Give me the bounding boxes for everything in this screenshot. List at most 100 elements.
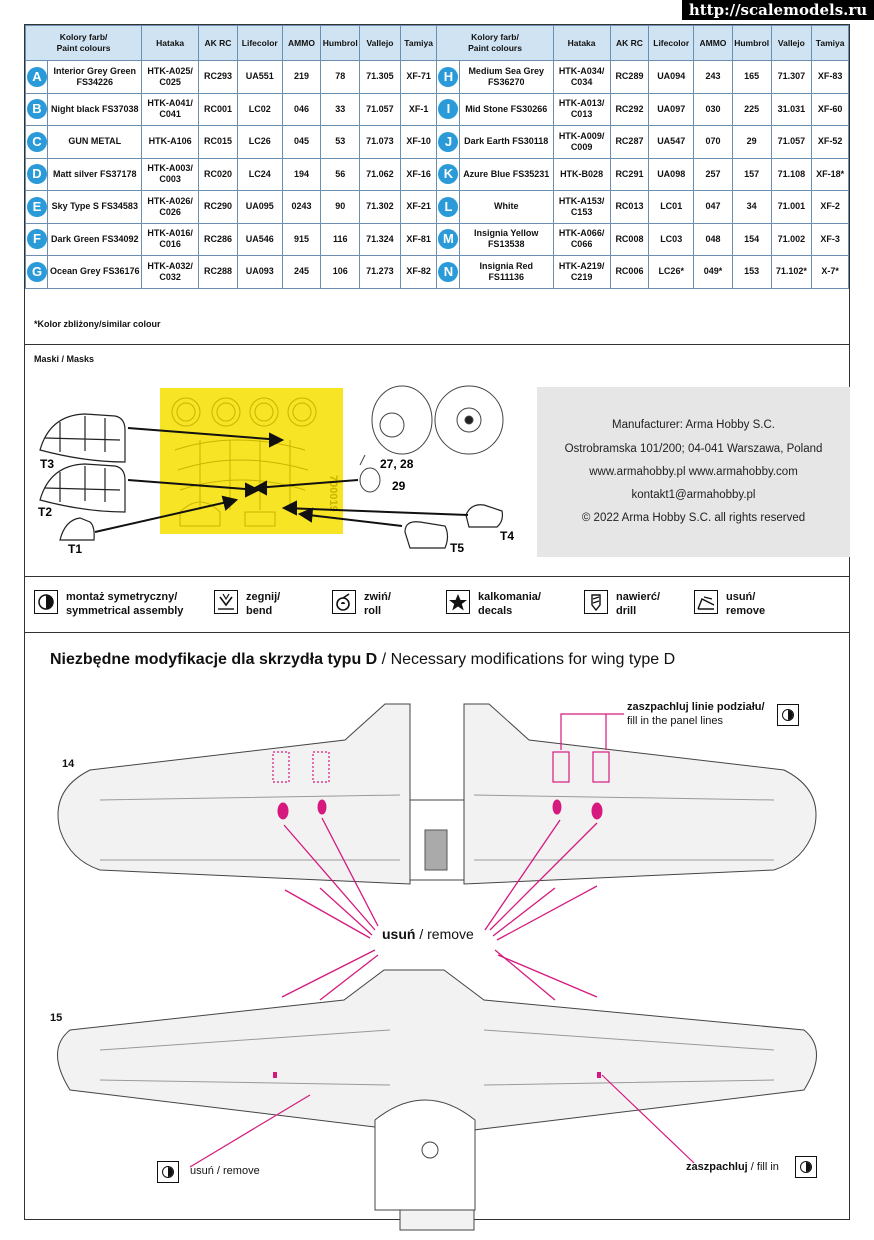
paint-cell-lifecolor: UA546 bbox=[236, 222, 283, 256]
paint-cell-lifecolor: UA094 bbox=[648, 60, 695, 94]
bottom-fill-pl: zaszpachluj bbox=[686, 1161, 748, 1173]
paint-letter-badge: E bbox=[27, 196, 47, 217]
paint-cell-vallejo: 71.324 bbox=[359, 222, 401, 256]
paint-cell-vallejo: 71.073 bbox=[359, 125, 401, 159]
paint-letter-cell: C bbox=[24, 125, 49, 159]
paint-letter-cell: E bbox=[24, 190, 49, 224]
paint-letter-badge: L bbox=[438, 196, 459, 217]
paint-cell-lifecolor: LC26 bbox=[236, 125, 283, 159]
paint-cell-hataka: HTK-A106 bbox=[141, 125, 200, 159]
section-divider bbox=[24, 344, 850, 345]
paint-cell-tamiya: XF-18* bbox=[811, 157, 849, 191]
header-paint-colours-right: Kolory farb/ Paint colours bbox=[436, 25, 554, 61]
paint-cell-vallejo: 71.057 bbox=[770, 125, 813, 159]
wing-section-title-en: Necessary modifications for wing type D bbox=[390, 651, 676, 668]
similar-colour-note: *Kolor zbliżony/similar colour bbox=[34, 319, 161, 329]
header-humbrol: Humbrol bbox=[320, 25, 361, 61]
wing-section-title: Niezbędne modyfikacje dla skrzydła typu … bbox=[50, 651, 675, 669]
paint-cell-vallejo: 71.062 bbox=[359, 157, 401, 191]
legend-decals-en: decals bbox=[478, 605, 513, 617]
legend-bend-pl: zegnij/ bbox=[246, 591, 281, 603]
paint-cell-ammo: 048 bbox=[693, 222, 733, 256]
legend-bend: zegnij/bend bbox=[214, 588, 314, 628]
mask-sheet-code: 700019 bbox=[327, 475, 339, 512]
fill-panel-lines-pl: zaszpachluj linie podziału/ bbox=[627, 701, 765, 713]
paint-cell-hataka: HTK-A009/ C009 bbox=[552, 125, 611, 159]
paint-cell-name: Interior Grey Green FS34226 bbox=[47, 60, 143, 94]
paint-colours-table: Kolory farb/ Paint colours Hataka AK RC … bbox=[24, 25, 849, 289]
legend-drill: nawierć/drill bbox=[584, 588, 684, 628]
paint-letter-cell: F bbox=[24, 222, 49, 256]
legend-remove-en: remove bbox=[726, 605, 766, 617]
remove-center-en: / remove bbox=[415, 926, 474, 942]
panel-line-markers bbox=[272, 713, 624, 783]
paint-cell-ammo: 915 bbox=[281, 222, 322, 256]
roll-icon bbox=[332, 590, 356, 614]
remove-center-pl: usuń bbox=[382, 926, 416, 942]
paint-cell-akrc: RC001 bbox=[198, 92, 238, 126]
paint-cell-lifecolor: UA097 bbox=[648, 92, 695, 126]
legend-symmetrical-pl: montaż symetryczny/ bbox=[66, 591, 178, 603]
header-humbrol-right: Humbrol bbox=[731, 25, 772, 61]
paint-cell-lifecolor: LC24 bbox=[236, 157, 283, 191]
legend-drill-en: drill bbox=[616, 605, 637, 617]
paint-cell-lifecolor: LC01 bbox=[648, 190, 695, 224]
header-paint-colours: Kolory farb/ Paint colours bbox=[24, 25, 143, 61]
paint-cell-tamiya: XF-81 bbox=[399, 222, 438, 256]
canopy-parts bbox=[39, 413, 126, 541]
paint-cell-tamiya: XF-82 bbox=[399, 255, 438, 289]
legend-roll: zwiń/roll bbox=[332, 588, 432, 628]
header-vallejo: Vallejo bbox=[359, 25, 401, 61]
paint-cell-vallejo: 71.307 bbox=[770, 60, 813, 94]
paint-letter-cell: A bbox=[24, 60, 49, 94]
watermark-url: http://scalemodels.ru bbox=[682, 0, 874, 20]
paint-letter-cell: H bbox=[436, 60, 460, 94]
paint-letter-badge: H bbox=[438, 66, 459, 87]
paint-cell-humbrol: 154 bbox=[731, 222, 772, 256]
legend-roll-pl: zwiń/ bbox=[364, 591, 391, 603]
paint-letter-badge: J bbox=[438, 131, 459, 152]
mask-parts-t4-t5 bbox=[404, 504, 504, 549]
landing-gear bbox=[424, 829, 448, 871]
paint-letter-cell: I bbox=[436, 92, 460, 126]
paint-cell-tamiya: XF-16 bbox=[399, 157, 438, 191]
paint-cell-lifecolor: LC26* bbox=[648, 255, 695, 289]
paint-cell-name: Insignia Red FS11136 bbox=[458, 255, 554, 289]
wing-step-15 bbox=[57, 969, 817, 1231]
paint-cell-name: White bbox=[458, 190, 554, 224]
label-t5: T5 bbox=[450, 541, 464, 555]
section-divider bbox=[24, 576, 850, 577]
mask-arrows bbox=[94, 427, 469, 533]
paint-cell-humbrol: 53 bbox=[320, 125, 361, 159]
paint-cell-vallejo: 71.001 bbox=[770, 190, 813, 224]
label-t4: T4 bbox=[500, 529, 514, 543]
paint-letter-cell: N bbox=[436, 255, 460, 289]
legend-decals-pl: kalkomania/ bbox=[478, 591, 541, 603]
header-hataka-right: Hataka bbox=[552, 25, 611, 61]
paint-table-header: Kolory farb/ Paint colours Hataka AK RC … bbox=[24, 25, 849, 61]
paint-cell-name: Dark Earth FS30118 bbox=[458, 125, 554, 159]
bottom-fill-label: zaszpachluj / fill in bbox=[686, 1161, 779, 1173]
paint-cell-name: Night black FS37038 bbox=[47, 92, 143, 126]
paint-cell-vallejo: 71.102* bbox=[770, 255, 813, 289]
header-hataka: Hataka bbox=[141, 25, 200, 61]
decals-star-icon bbox=[446, 590, 470, 614]
label-t3: T3 bbox=[40, 457, 54, 471]
remove-arrows bbox=[281, 817, 598, 1001]
bottom-pointer-lines bbox=[189, 1074, 695, 1168]
symmetrical-assembly-icon bbox=[777, 704, 799, 726]
fill-markers-15 bbox=[273, 1072, 601, 1078]
paint-cell-vallejo: 71.305 bbox=[359, 60, 401, 94]
paint-cell-name: Mid Stone FS30266 bbox=[458, 92, 554, 126]
header-vallejo-right: Vallejo bbox=[770, 25, 813, 61]
paint-cell-hataka: HTK-A016/ C016 bbox=[141, 222, 200, 256]
wing-section-title-pl: Niezbędne modyfikacje dla skrzydła typu … bbox=[50, 651, 378, 668]
paint-cell-lifecolor: UA551 bbox=[236, 60, 283, 94]
paint-cell-hataka: HTK-A003/ C003 bbox=[141, 157, 200, 191]
paint-cell-hataka: HTK-A034/ C034 bbox=[552, 60, 611, 94]
legend-drill-pl: nawierć/ bbox=[616, 591, 661, 603]
